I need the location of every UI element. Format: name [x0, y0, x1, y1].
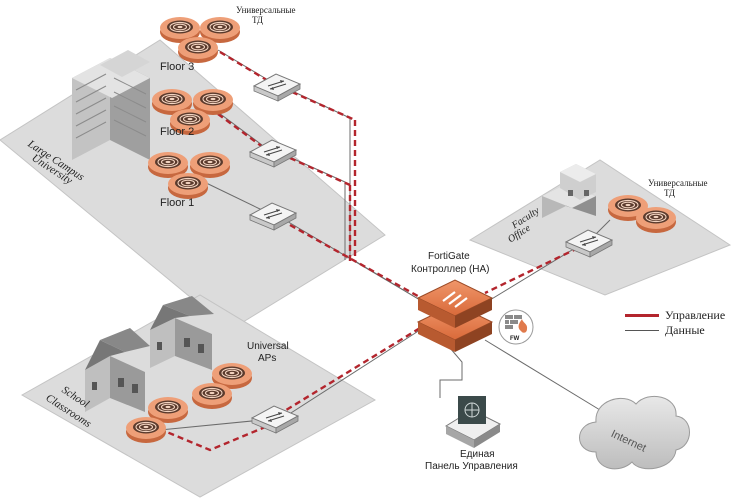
label-universal-td-top-1: Универсальные	[236, 5, 296, 15]
campus-building	[72, 50, 150, 160]
label-management-console-2: Панель Управления	[425, 461, 518, 472]
management-links	[149, 50, 579, 452]
legend-management: Управление	[625, 308, 725, 323]
label-universal-td-right-2: ТД	[664, 188, 676, 198]
label-universal-aps-1: Universal	[247, 341, 289, 352]
management-console-icon	[444, 396, 502, 448]
label-management-console-1: Единая	[460, 449, 495, 460]
school-building-right	[150, 296, 214, 370]
school-building-left	[85, 328, 150, 412]
firewall-icon	[498, 309, 534, 345]
ap-floor1-3	[167, 172, 209, 200]
label-floor2: Floor 2	[160, 126, 195, 138]
legend-data-label: Данные	[665, 323, 705, 337]
label-floor3: Floor 3	[160, 61, 195, 73]
faculty-platform	[468, 159, 732, 296]
legend-management-swatch	[625, 314, 659, 317]
label-universal-td-right-1: Универсальные	[648, 178, 708, 188]
label-fw: FW	[510, 336, 520, 342]
legend-management-label: Управление	[665, 308, 726, 322]
ap-faculty-2	[635, 206, 677, 234]
switch-floor3	[253, 73, 301, 102]
label-universal-td-top-2: ТД	[252, 15, 264, 25]
fortigate-controller	[416, 279, 494, 352]
label-universal-aps-2: APs	[258, 353, 277, 364]
legend-data: Данные	[625, 323, 705, 338]
internet-cloud-icon	[579, 395, 690, 470]
label-fortigate-2: Контроллер (HA)	[411, 264, 490, 275]
faculty-building	[542, 164, 596, 218]
legend-data-swatch	[625, 330, 659, 331]
ap-school-2	[191, 382, 233, 410]
ap-floor3-3	[177, 36, 219, 64]
ap-school-4	[125, 416, 167, 444]
label-floor1: Floor 1	[160, 197, 195, 209]
label-fortigate-1: FortiGate	[428, 251, 470, 262]
